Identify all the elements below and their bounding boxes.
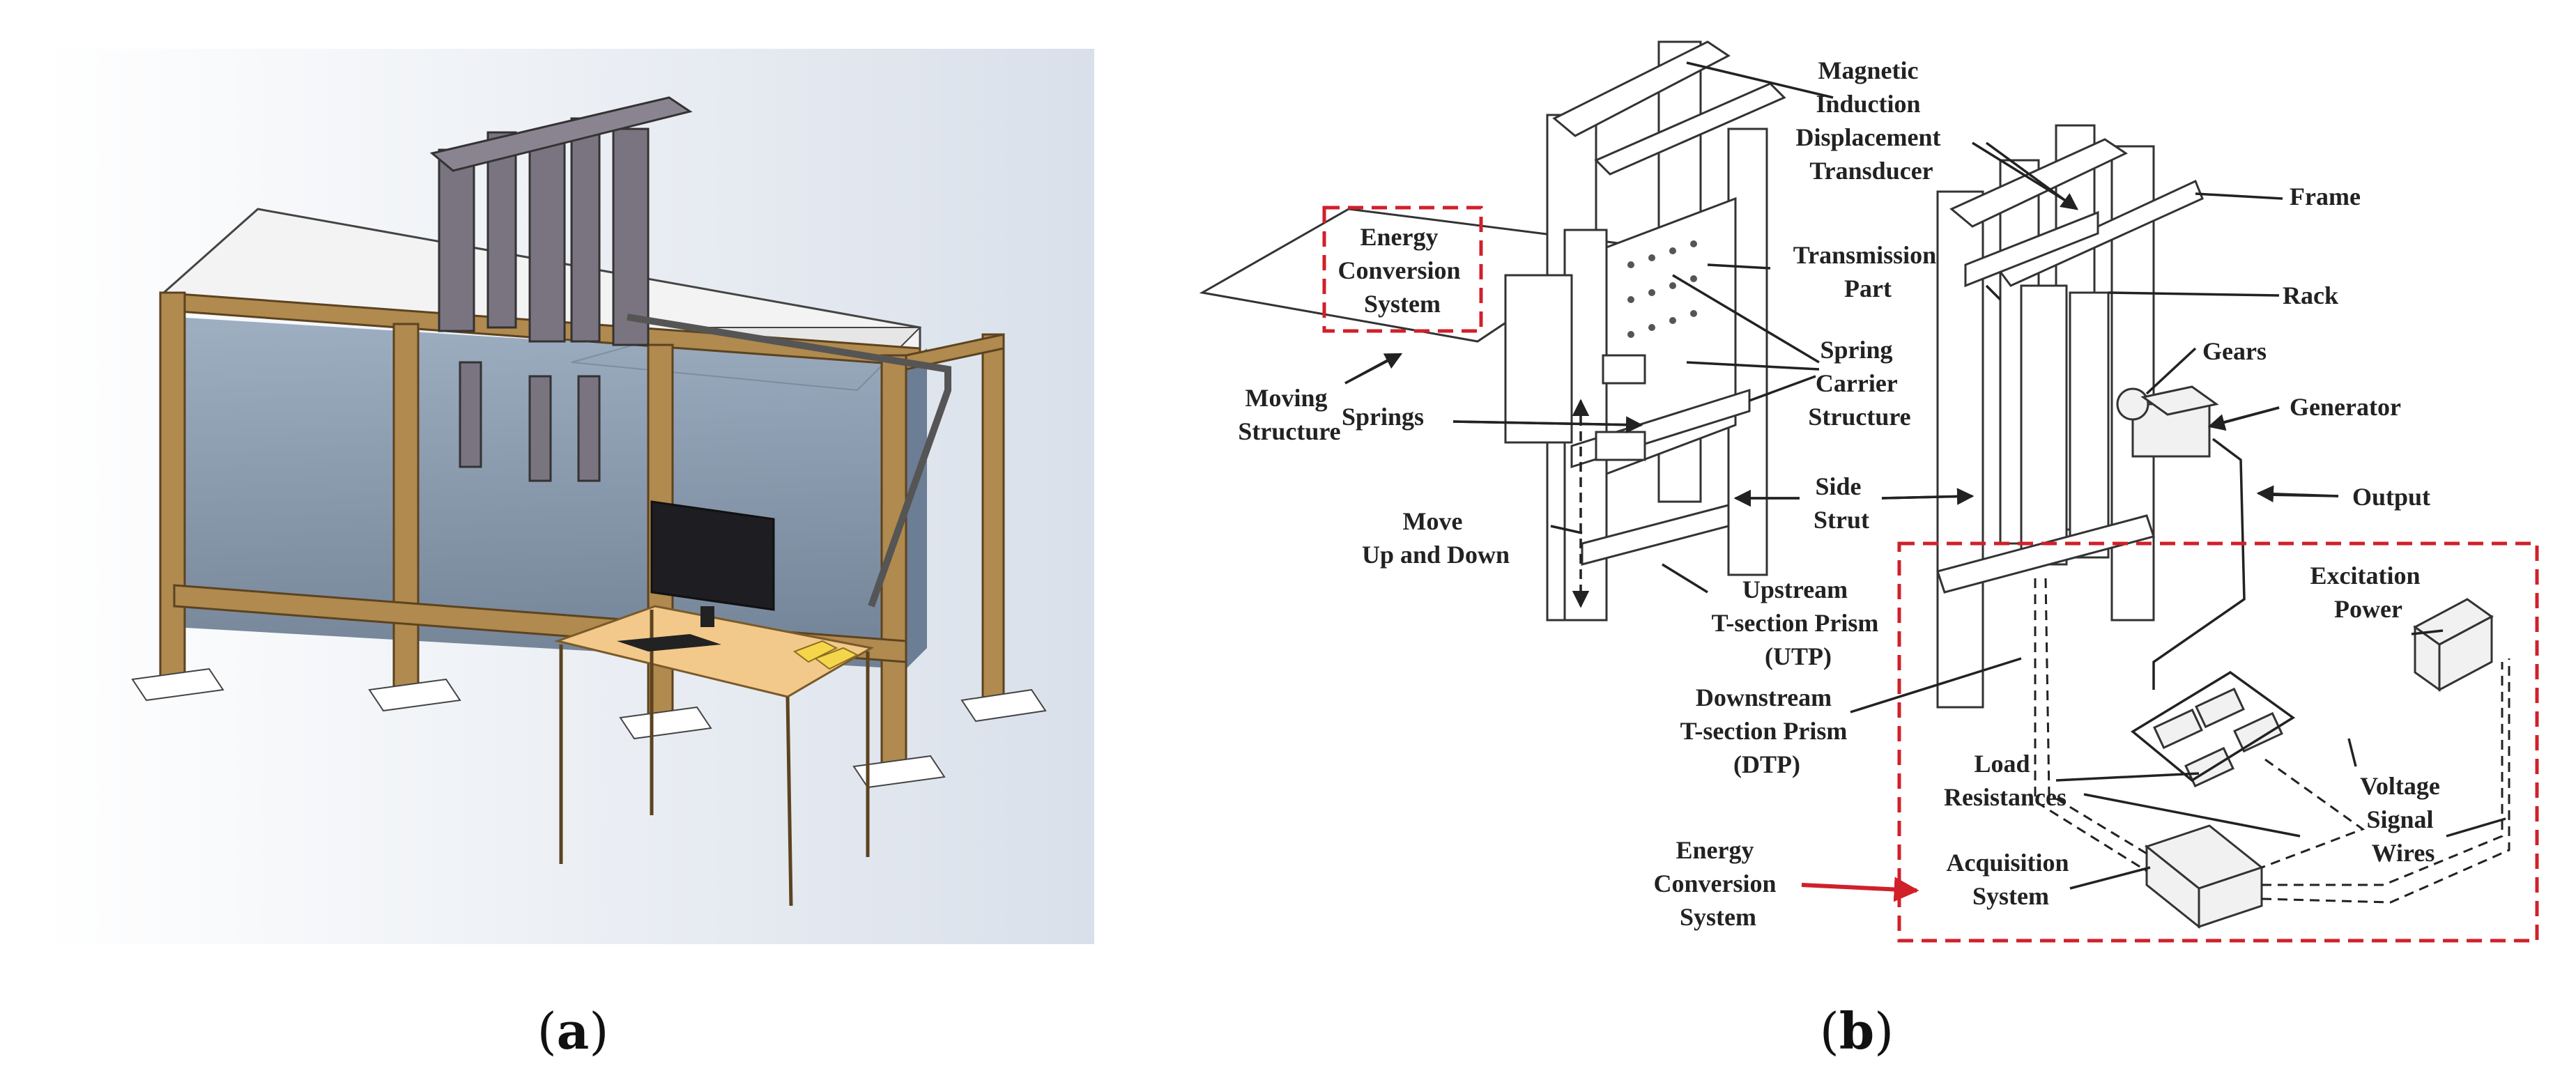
- label-moving-structure: Moving Structure: [1238, 384, 1340, 445]
- label-gears: Gears: [2202, 337, 2267, 365]
- label-downstream-t-section-prism: Downstream T-section Prism (DTP): [1680, 684, 1854, 778]
- load-resistors: [2130, 670, 2296, 788]
- label-upstream-t-section-prism: Upstream T-section Prism (UTP): [1712, 576, 1885, 670]
- label-move-up-down: Move Up and Down: [1362, 507, 1510, 569]
- label-acquisition-system: Acquisition System: [1946, 849, 2075, 910]
- label-spring-carrier-structure: Spring Carrier Structure: [1808, 336, 1910, 431]
- label-voltage-signal-wires: Voltage Signal Wires: [2360, 772, 2446, 867]
- generator-gear-group: [2116, 385, 2219, 458]
- label-rack: Rack: [2283, 281, 2338, 309]
- label-load-resistances: Load Resistances: [1944, 750, 2067, 811]
- left-frame-assembly: [1504, 40, 1786, 622]
- voltage-signal-wire-4: [2261, 658, 2510, 904]
- right-frame-assembly: [1936, 124, 2204, 709]
- label-frame: Frame: [2290, 183, 2361, 210]
- label-transmission-part: Transmission Part: [1793, 241, 1942, 302]
- energy-conversion-red-arrow: [1801, 877, 1919, 902]
- excitation-power-box: [2413, 598, 2494, 692]
- label-magnetic-induction-transducer: Magnetic Induction Displacement Transduc…: [1796, 56, 1947, 185]
- label-energy-conversion-system-box: Energy Conversion System: [1337, 223, 1466, 318]
- voltage-signal-wire-3: [2262, 662, 2504, 886]
- panel-b-schematic: Magnetic Induction Displacement Transduc…: [1199, 40, 2539, 943]
- energy-conversion-legend-box: [1322, 206, 1483, 333]
- label-side-strut: Side Strut: [1814, 472, 1869, 534]
- label-springs: Springs: [1342, 403, 1424, 431]
- panel-a-caption: (a): [537, 1001, 609, 1060]
- spring-dots-left: [1627, 240, 1697, 338]
- label-energy-conversion-system-bottom: Energy Conversion System: [1653, 836, 1782, 931]
- voltage-signal-wire-2: [2044, 578, 2147, 855]
- panel-b-caption: (b): [1820, 1001, 1894, 1060]
- label-generator: Generator: [2290, 393, 2401, 421]
- voltage-signal-wire-5: [2261, 758, 2366, 869]
- label-excitation-power: Excitation Power: [2310, 562, 2427, 623]
- voltage-signal-wire-1: [2034, 578, 2147, 872]
- energy-conversion-region: [1897, 541, 2539, 943]
- output-wire: [2152, 438, 2246, 690]
- leader-arrows: [1344, 141, 2339, 507]
- panel-a-rendering: [43, 49, 1094, 944]
- label-output: Output: [2352, 483, 2430, 511]
- acquisition-system-box: [2144, 824, 2264, 929]
